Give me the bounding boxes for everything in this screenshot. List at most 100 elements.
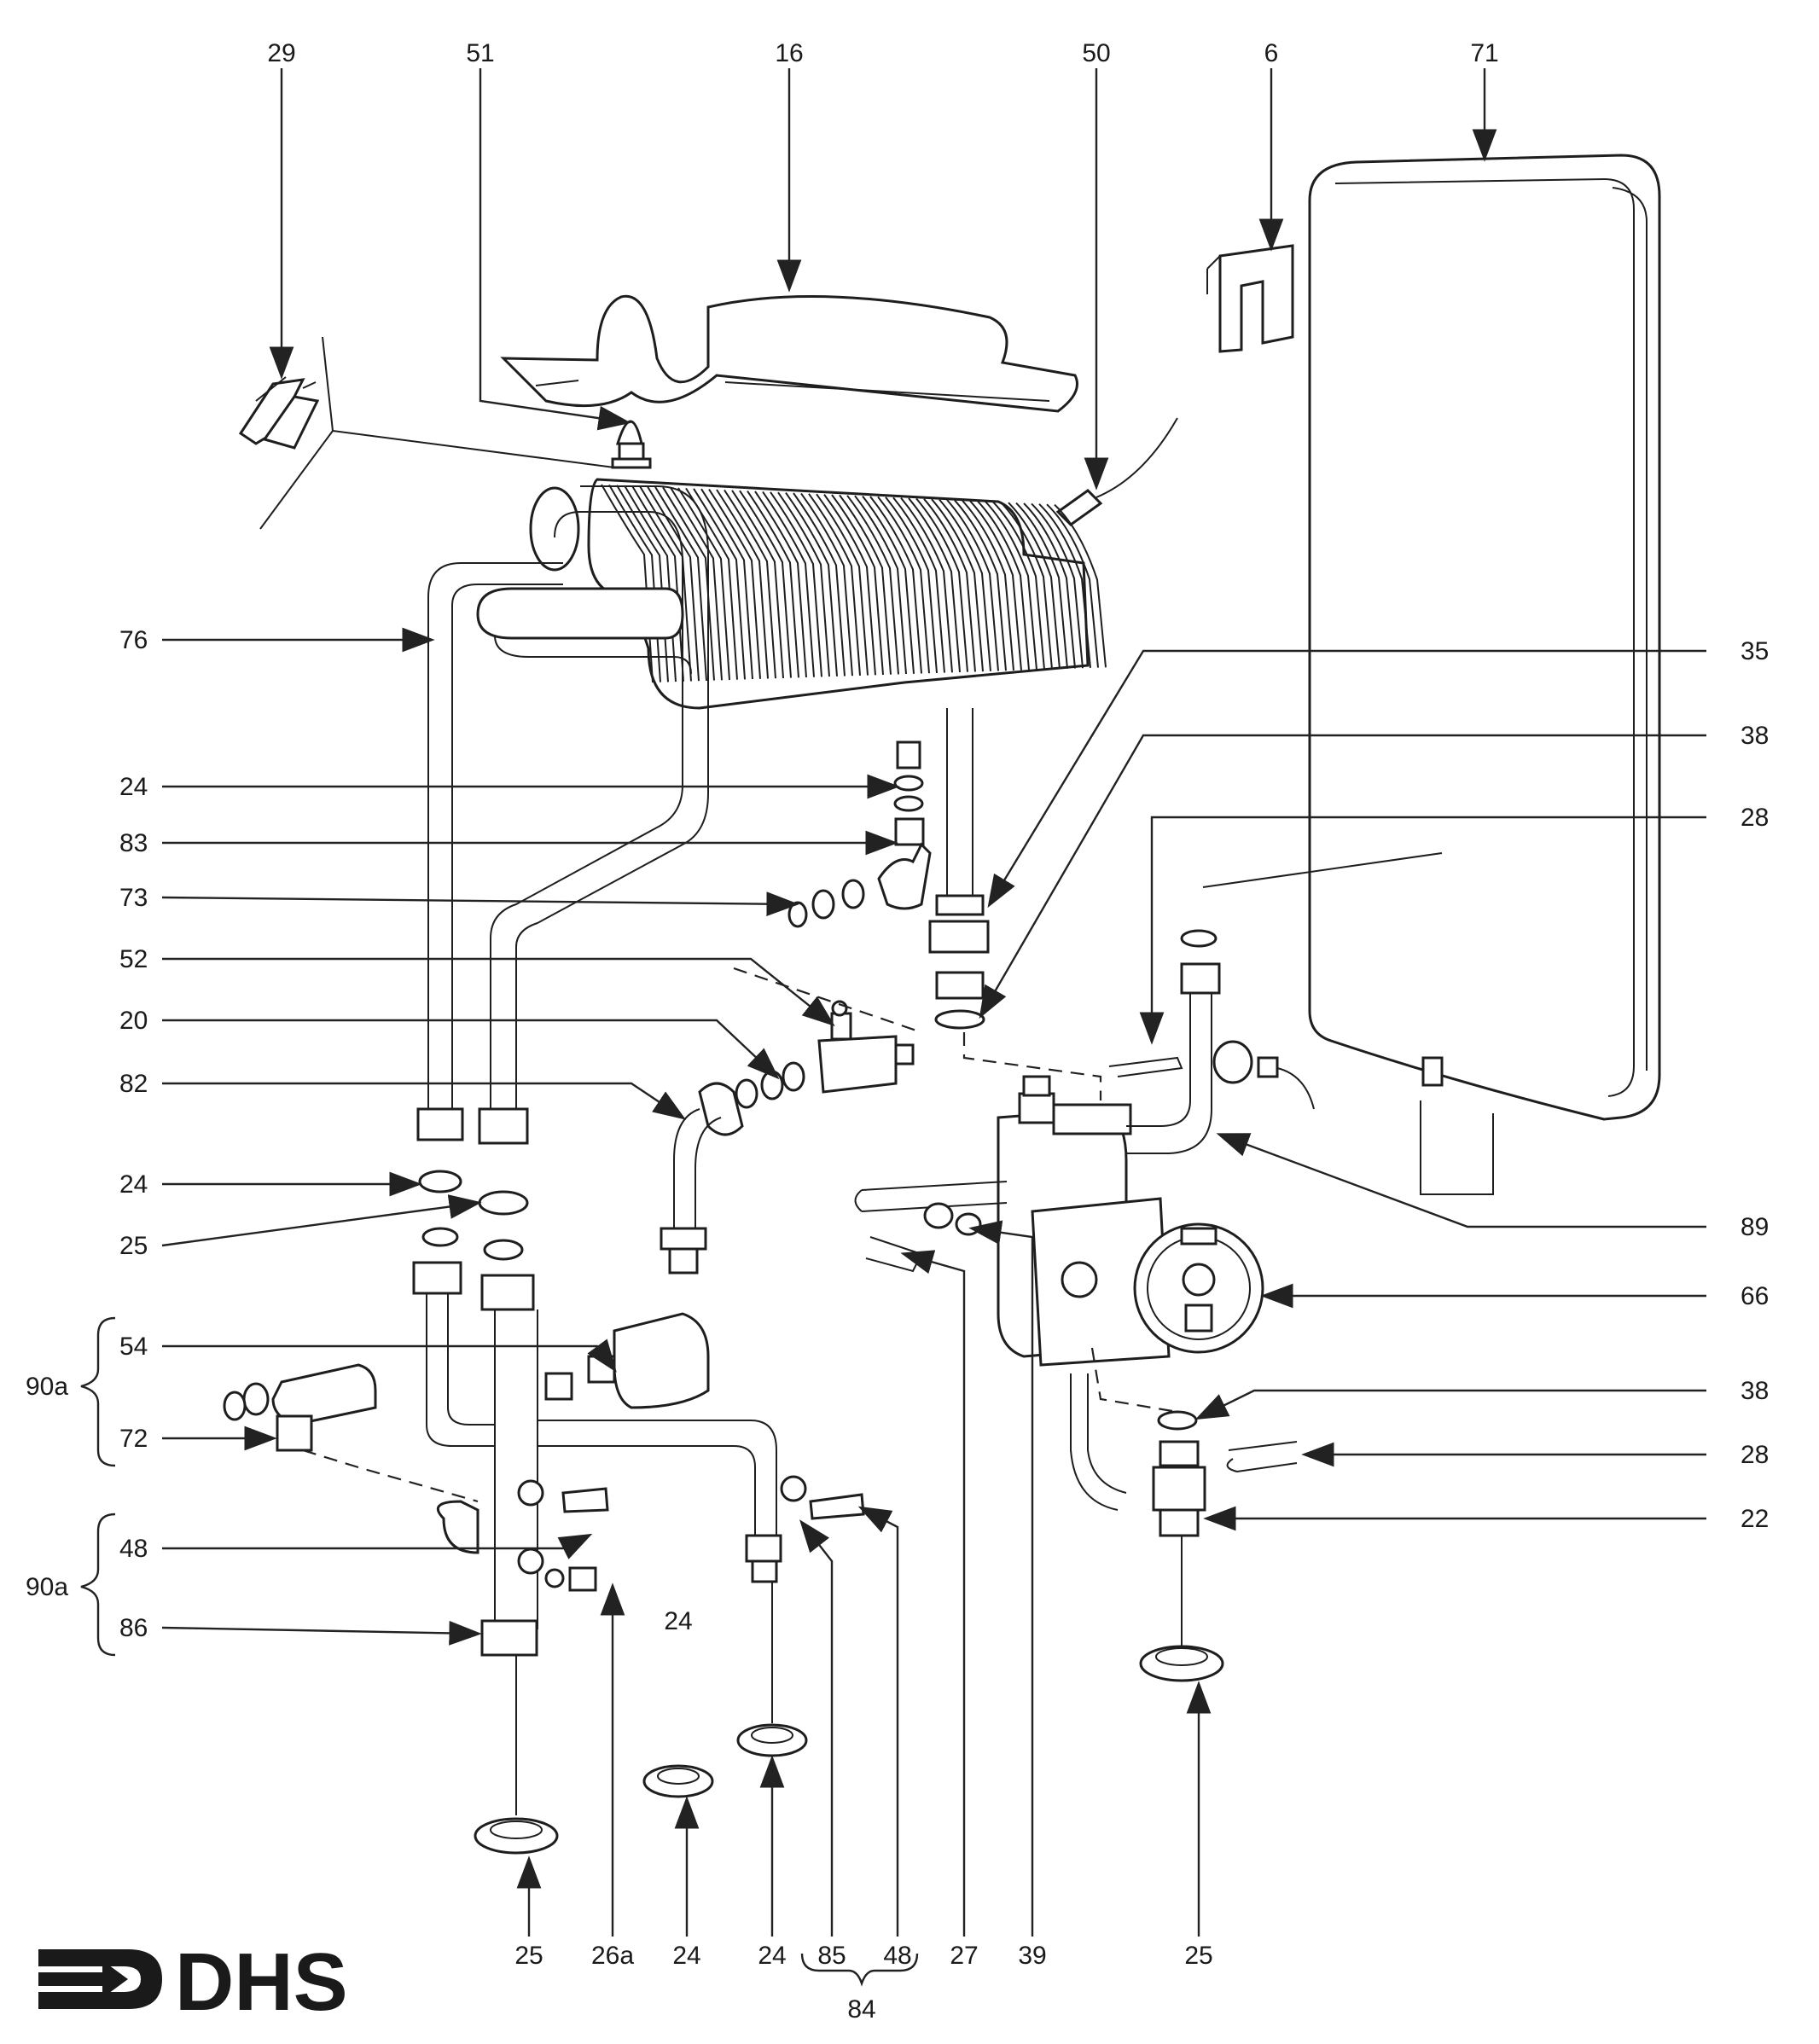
callout-25: 25	[514, 1942, 543, 1970]
heat-exchanger-fin	[939, 498, 991, 671]
callout-24: 24	[119, 773, 148, 801]
callout-52: 52	[119, 945, 148, 973]
heat-exchanger-fin	[693, 488, 746, 680]
callout-85: 85	[817, 1942, 846, 1970]
heat-exchanger-fin	[839, 494, 892, 675]
callout-35: 35	[1741, 637, 1769, 665]
callout-84: 84	[847, 1995, 875, 2024]
brace-84	[800, 1953, 919, 1987]
heat-exchanger-fin	[647, 485, 700, 682]
heat-exchanger-fin	[846, 495, 899, 675]
callout-50: 50	[1082, 39, 1110, 67]
heat-exchanger-fin	[1015, 502, 1068, 669]
heat-exchanger-fin	[785, 492, 838, 676]
heat-exchanger-fin	[800, 492, 853, 676]
heat-exchanger-fin	[816, 493, 869, 676]
heat-exchanger-fin	[869, 496, 922, 674]
bracket-part	[1206, 244, 1294, 353]
flow-return-pipe	[1108, 929, 1315, 1154]
callout-labels: 29 51 16 50 6 71 76 24 83 73 52 20 82 24…	[26, 39, 1769, 2024]
heat-exchanger-fin	[670, 487, 723, 681]
heat-exchanger-fin	[601, 484, 654, 683]
callout-89: 89	[1741, 1213, 1769, 1241]
heat-exchanger-fin	[608, 484, 661, 682]
callout-86: 86	[119, 1614, 148, 1642]
flow-pipes	[427, 485, 709, 1109]
heat-exchanger-fin	[885, 496, 938, 673]
heat-exchanger-fin	[1054, 503, 1107, 668]
expansion-vessel	[1308, 154, 1661, 1195]
heat-exchanger-fin	[985, 501, 1037, 671]
heat-exchanger-fin	[854, 495, 907, 675]
heat-exchanger-fin	[1000, 502, 1053, 670]
leader-lines	[161, 68, 1706, 1937]
heat-exchanger-fin	[831, 494, 884, 676]
callout-83: 83	[119, 829, 148, 857]
heat-exchanger-fin	[677, 487, 730, 681]
heat-exchanger-fin	[654, 486, 707, 681]
circulating-pump	[854, 1075, 1264, 1511]
heat-exchanger-fin	[1031, 502, 1084, 669]
heat-exchanger-fin	[992, 501, 1045, 670]
callout-54: 54	[119, 1333, 148, 1361]
heat-exchanger-fin	[762, 491, 815, 677]
valve-part	[735, 1000, 915, 1109]
heat-exchanger-fin	[1023, 502, 1076, 669]
callout-24: 24	[119, 1170, 148, 1199]
callout-6: 6	[1264, 39, 1279, 67]
heat-exchanger-fin	[739, 490, 792, 678]
return-pipe	[928, 708, 990, 1030]
heat-exchanger-fin	[1008, 502, 1061, 670]
burner-cover	[500, 294, 1078, 413]
heat-exchanger	[476, 478, 1107, 710]
callout-24: 24	[758, 1942, 786, 1970]
callout-24: 24	[664, 1607, 692, 1635]
callout-28: 28	[1741, 804, 1769, 832]
heat-exchanger-fin	[770, 491, 822, 677]
callout-24: 24	[672, 1942, 700, 1970]
heat-exchanger-fin	[685, 487, 738, 680]
callout-90a: 90a	[26, 1573, 68, 1601]
heat-exchanger-fin	[754, 491, 807, 678]
callout-72: 72	[119, 1425, 148, 1453]
callout-38: 38	[1741, 1377, 1769, 1405]
logo-text: DHS	[175, 1937, 348, 2028]
heat-exchanger-fin	[969, 500, 1022, 671]
heat-exchanger-fin	[877, 496, 930, 674]
callout-82: 82	[119, 1070, 148, 1098]
callout-73: 73	[119, 884, 148, 912]
heat-exchanger-fin	[931, 498, 984, 672]
heat-exchanger-fin	[900, 496, 953, 673]
heat-exchanger-fin	[915, 497, 968, 672]
heat-exchanger-fin	[631, 485, 684, 682]
callout-27: 27	[950, 1942, 978, 1970]
callout-20: 20	[119, 1007, 148, 1035]
callout-39: 39	[1018, 1942, 1046, 1970]
outlet-fittings	[1139, 1410, 1298, 1682]
bent-pipe	[660, 1082, 744, 1275]
left-fittings	[412, 1107, 865, 1657]
callout-51: 51	[466, 39, 494, 67]
heat-exchanger-fin	[700, 488, 753, 680]
electrode-part	[611, 420, 652, 469]
heat-exchanger-fin	[724, 489, 776, 679]
dhs-logo: DHS	[38, 1937, 348, 2028]
heat-exchanger-fin	[1038, 503, 1091, 668]
callout-29: 29	[267, 39, 295, 67]
callout-48: 48	[883, 1942, 911, 1970]
callout-28: 28	[1741, 1441, 1769, 1469]
callout-90a: 90a	[26, 1373, 68, 1401]
bottom-nuts	[474, 1582, 808, 1855]
callout-66: 66	[1741, 1282, 1769, 1310]
heat-exchanger-fin	[954, 499, 1007, 671]
heat-exchanger-fin	[962, 500, 1014, 671]
heat-exchanger-fin	[777, 491, 830, 677]
clip-part	[238, 376, 320, 450]
heat-exchanger-fin	[616, 485, 669, 682]
callout-76: 76	[119, 626, 148, 654]
pressure-switch	[544, 1312, 710, 1409]
heat-exchanger-fin	[731, 490, 784, 678]
heat-exchanger-fin	[793, 492, 846, 676]
heat-exchanger-fin	[892, 496, 945, 673]
